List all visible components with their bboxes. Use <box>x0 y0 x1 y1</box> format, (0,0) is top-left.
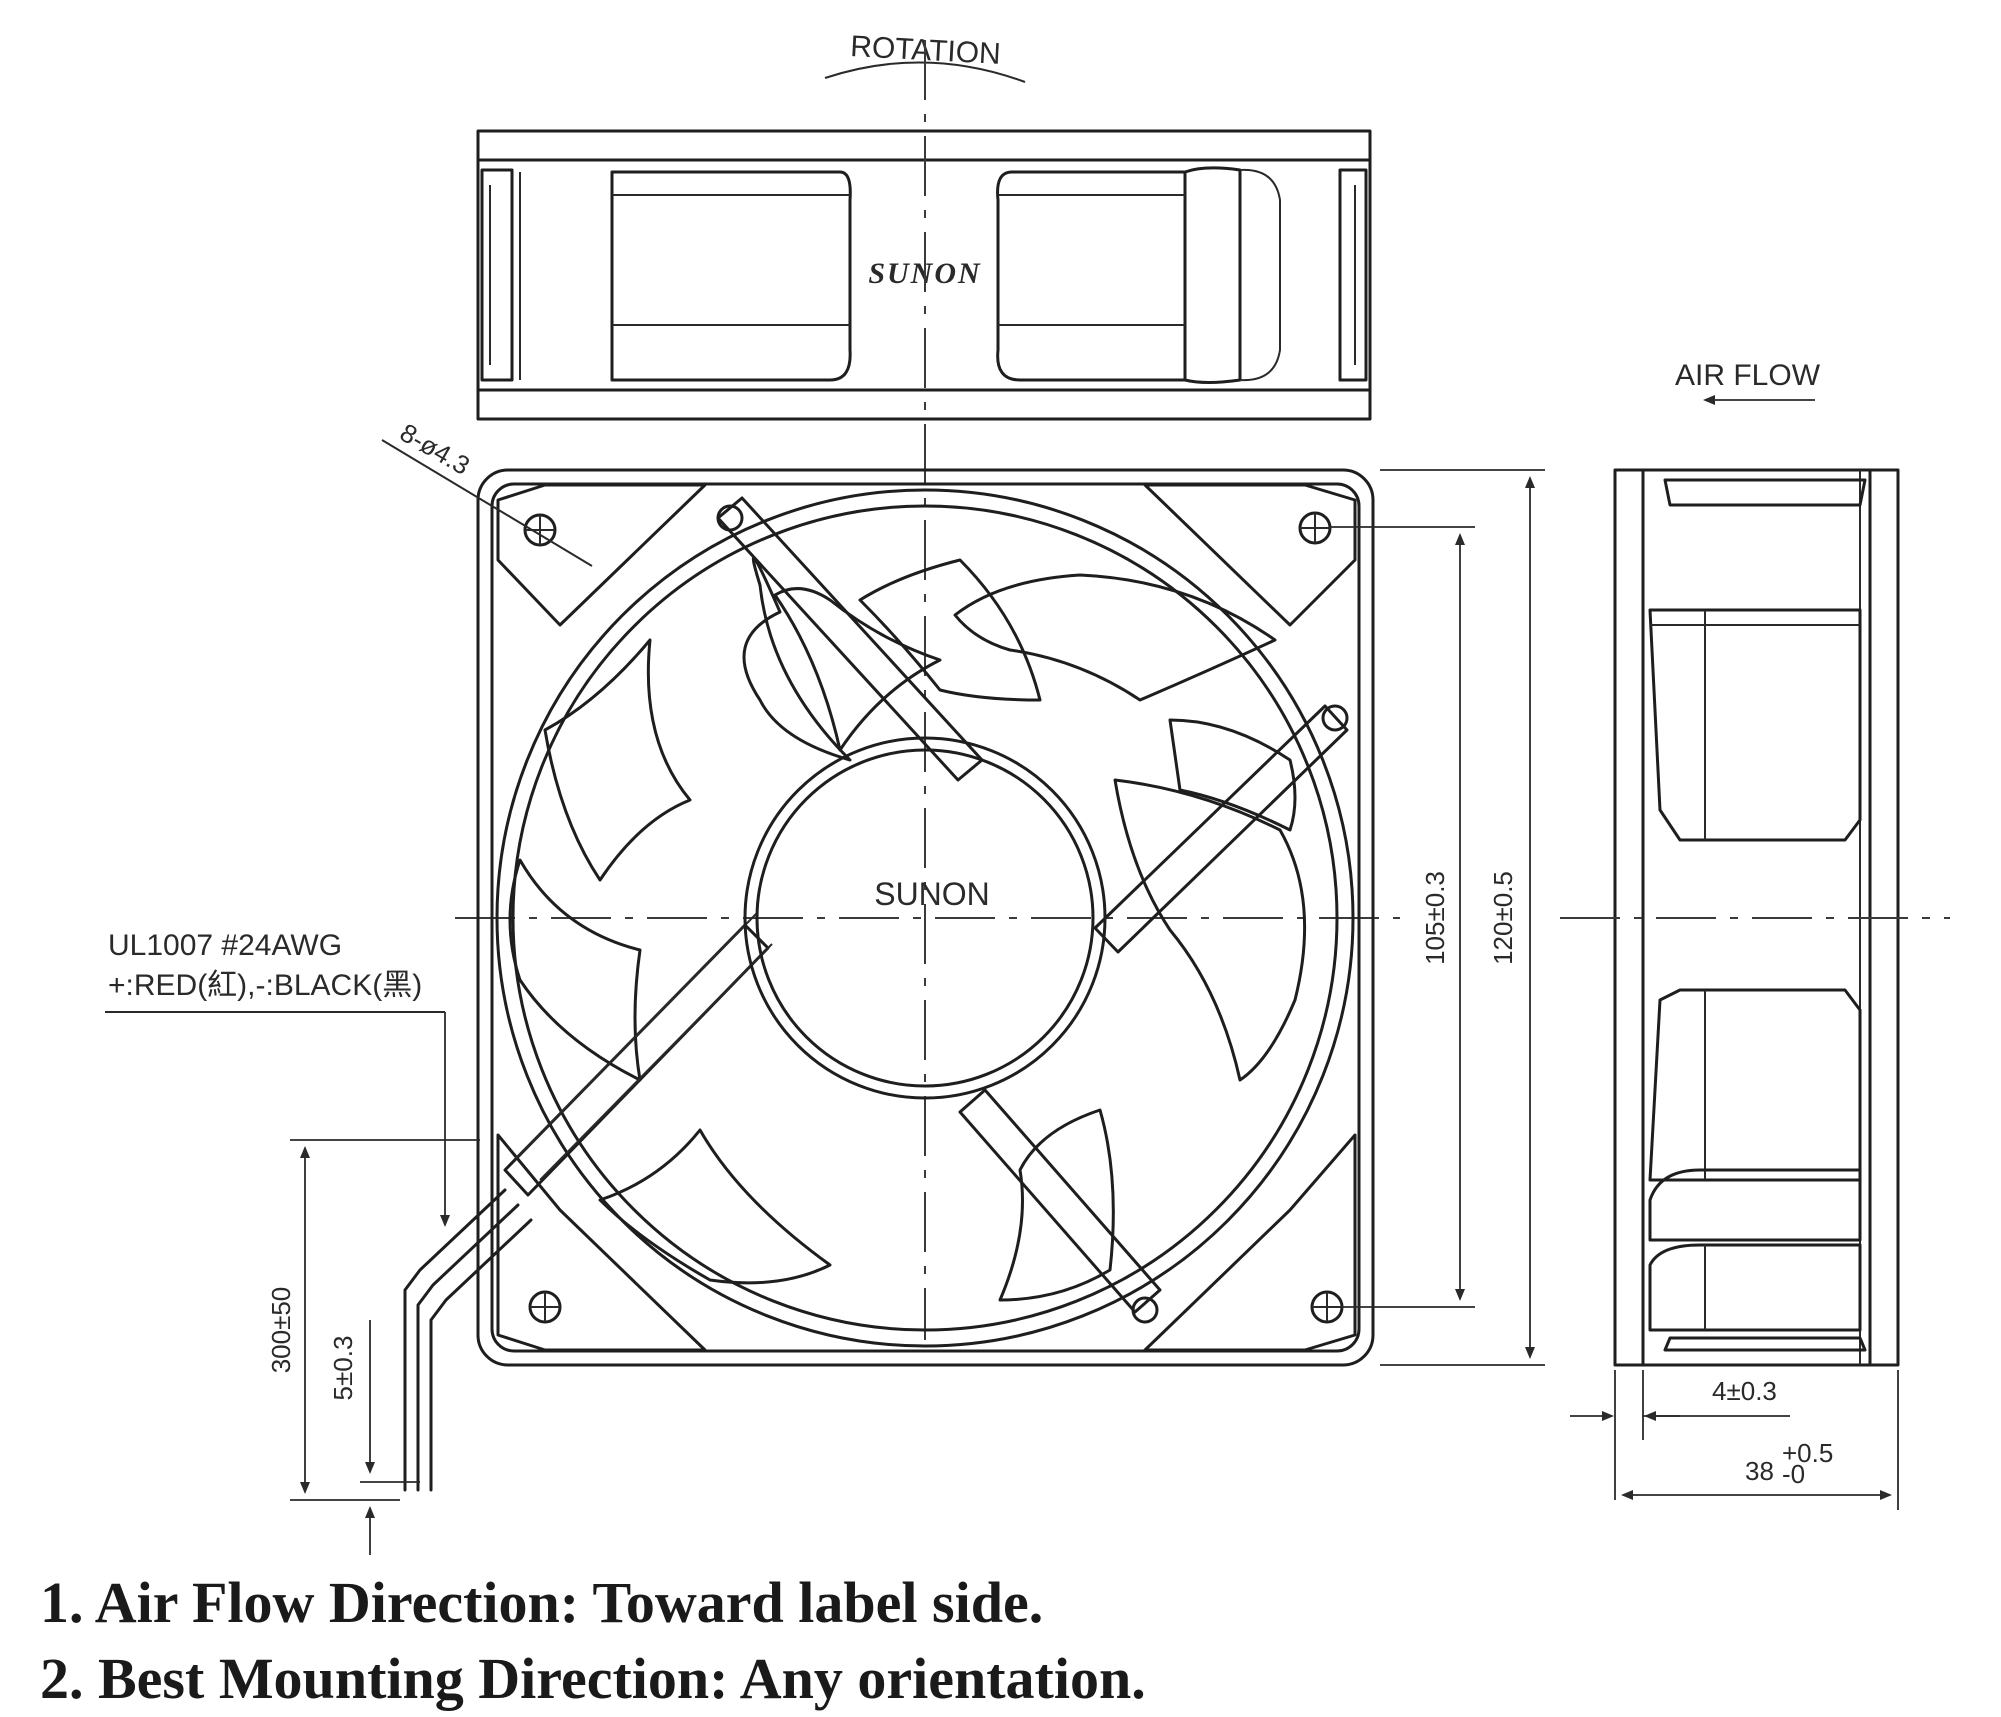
hub-inner <box>755 748 1095 1088</box>
front-frame-outer <box>476 468 1375 1367</box>
dim-120-label: 120±0.5 <box>1488 871 1518 965</box>
wire-color-label: +:RED(紅),-:BLACK(黑) <box>108 969 422 1002</box>
lead-wires: UL1007 #24AWG +:RED(紅),-:BLACK(黑) <box>105 929 533 1492</box>
side-view: AIR FLOW 4±0.3 38 +0.5 -0 <box>1560 359 1950 1510</box>
dim-105-label: 105±0.3 <box>1420 871 1450 965</box>
mounting-holes <box>523 511 1344 1324</box>
hole-leader-line <box>381 439 593 567</box>
dim-5-label: 5±0.3 <box>328 1336 358 1401</box>
dim-38-label: 38 <box>1745 1456 1774 1486</box>
front-dimensions: 105±0.3 120±0.5 300±50 5±0.3 <box>266 469 1545 1555</box>
hub-brand-label: SUNON <box>874 876 990 912</box>
front-view: SUNON 8-ø4.3 <box>381 417 1375 1367</box>
dim-4-label: 4±0.3 <box>1712 1376 1777 1406</box>
venturi-outer-ring <box>495 488 1355 1348</box>
dim-300-label: 300±50 <box>266 1287 296 1374</box>
venturi-inner-ring <box>511 504 1339 1332</box>
airflow-label: AIR FLOW <box>1675 359 1821 392</box>
impeller-blades <box>508 556 1307 1302</box>
wire-spec-label: UL1007 #24AWG <box>108 929 342 962</box>
dim-38-tol-upper: +0.5 <box>1782 1438 1833 1468</box>
hub-outer <box>743 736 1107 1100</box>
dim-38-tol-lower: -0 <box>1782 1459 1805 1489</box>
note-airflow: 1. Air Flow Direction: Toward label side… <box>40 1570 1044 1635</box>
note-mounting: 2. Best Mounting Direction: Any orientat… <box>40 1646 1146 1711</box>
notes: 1. Air Flow Direction: Toward label side… <box>40 1565 1146 1717</box>
front-frame-inner <box>490 482 1361 1353</box>
top-view-frame <box>476 129 1372 421</box>
